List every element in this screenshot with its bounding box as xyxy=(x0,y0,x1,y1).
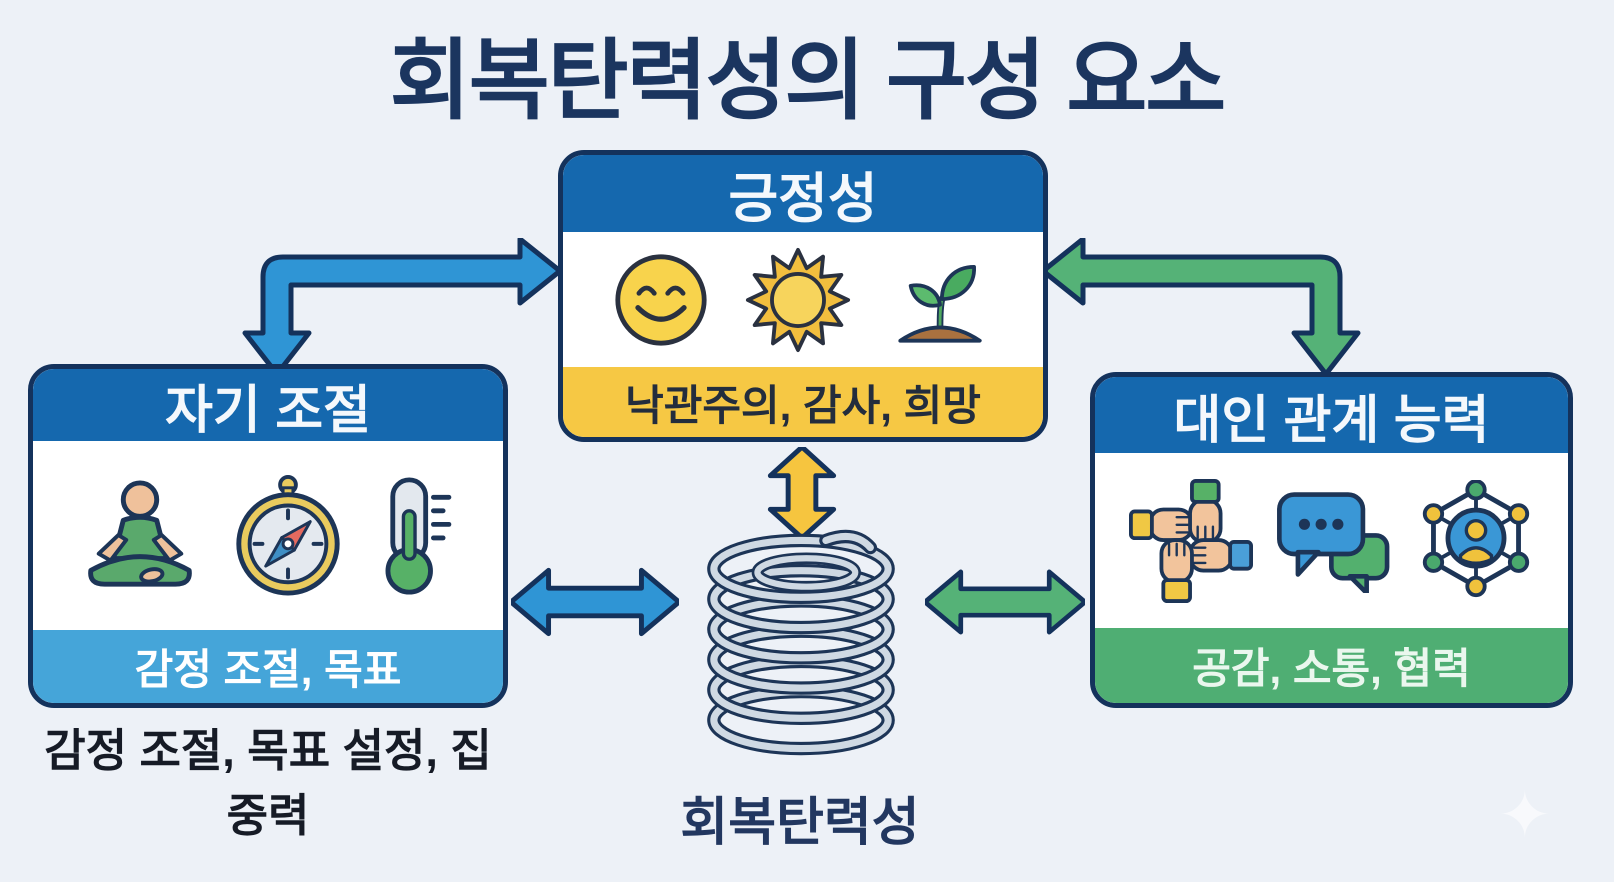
meditation-icon xyxy=(88,479,192,587)
self-regulation-subcaption: 감정 조절, 목표 설정, 집중력 xyxy=(44,725,492,841)
positivity-box: 긍정성 낙관주의, 감사, 희망 xyxy=(558,150,1048,442)
network-icon xyxy=(1422,479,1529,597)
arrow-resilience-interpersonal xyxy=(925,569,1085,635)
arrow-positivity-resilience xyxy=(767,447,837,538)
interpersonal-icons xyxy=(1095,453,1568,628)
chat-bubbles-icon xyxy=(1276,491,1389,593)
resilience-label: 회복탄력성 xyxy=(680,794,920,852)
spring-icon xyxy=(707,529,895,756)
teamwork-hands-icon xyxy=(1129,478,1254,603)
arrow-selfreg-resilience xyxy=(511,567,679,637)
self-regulation-title: 자기 조절 xyxy=(33,369,503,441)
self-regulation-caption: 감정 조절, 목표 xyxy=(33,630,503,703)
sparkle-watermark: ✦ xyxy=(1498,779,1552,851)
sprout-icon xyxy=(898,264,982,343)
smiley-icon xyxy=(615,253,707,346)
self-regulation-icons xyxy=(33,441,503,630)
interpersonal-caption: 공감, 소통, 협력 xyxy=(1095,628,1568,703)
self-regulation-box: 자기 조절 xyxy=(28,364,508,708)
thermometer-icon xyxy=(385,476,452,595)
arrow-positivity-interpersonal xyxy=(1043,238,1361,374)
positivity-title: 긍정성 xyxy=(563,155,1043,232)
sun-icon xyxy=(745,247,851,352)
interpersonal-title: 대인 관계 능력 xyxy=(1095,377,1568,453)
page-title: 회복탄력성의 구성 요소 xyxy=(389,31,1227,130)
interpersonal-box: 대인 관계 능력 xyxy=(1090,372,1573,708)
positivity-caption: 낙관주의, 감사, 희망 xyxy=(563,367,1043,437)
compass-icon xyxy=(236,474,340,596)
arrow-selfreg-positivity xyxy=(242,238,560,374)
positivity-icons xyxy=(563,232,1043,367)
